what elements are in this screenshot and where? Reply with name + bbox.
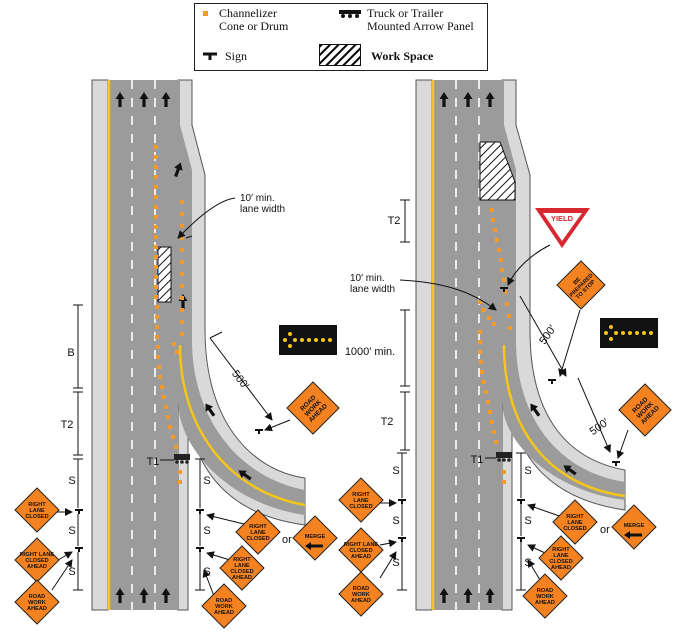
left-road-work-ahead-ramp-sign: ROADWORKAHEAD [286,381,340,435]
legend-cone-label: Channelizer Cone or Drum [219,6,289,33]
left-arrow-panel [279,325,337,355]
yield-text: YIELD [551,214,574,223]
right-diagram: T2 1000′ min. T2 T1 S S S S S S 500′ 500… [345,79,658,611]
left-merge-sign: MERGE [292,515,338,561]
right-road-work-ahead-ramp-sign: ROADWORKAHEAD [618,383,672,437]
right-dim-1000: 1000′ min. [345,346,395,358]
left-dim-S1: S [68,475,75,487]
right-or: or [600,524,610,536]
left-work-space [157,246,172,303]
left-dim-S6: S [203,566,210,578]
left-or: or [282,534,292,546]
right-work-space [479,141,516,201]
left-lane-width-1: 10′ min.lane width [240,193,285,215]
left-dim-S2: S [68,525,75,537]
left-dim-T1: T1 [147,456,160,468]
left-dim-S4: S [203,475,210,487]
legend-arrow-panel-label: Truck or Trailer Mounted Arrow Panel [367,6,474,33]
left-mainline [108,80,178,610]
right-main-shoulder [415,79,433,611]
left-diagram: B T2 S S S S S S T1 500′ 10′ min.lane wi… [51,79,337,611]
left-dim-B: B [67,347,74,359]
left-merge-sign-text: MERGE [305,534,326,540]
right-dim-S4: S [524,465,531,477]
right-merge-sign: MERGE [611,504,657,550]
left-dim-S3: S [68,566,75,578]
right-merge-sign-text: MERGE [624,523,645,529]
right-lane-width: 10′ min.lane width [350,273,395,295]
left-dim-S5: S [203,525,210,537]
right-dim-S1: S [392,465,399,477]
right-merge-sign-arrow-icon [624,531,642,539]
right-arrow-truck [496,452,512,462]
arrow-panel-swatch-icon [339,10,361,18]
legend-work-space-label: Work Space [371,49,434,63]
right-cones [478,208,512,484]
right-dim-S6: S [524,557,531,569]
legend: Channelizer Cone or Drum Truck or Traile… [194,3,488,71]
right-dim-T2a: T2 [388,215,401,227]
right-dim-S5: S [524,515,531,527]
right-dim-S2: S [392,515,399,527]
right-dim-T1: T1 [471,454,484,466]
work-space-swatch [319,44,361,66]
left-arrow-truck [174,454,190,464]
left-merge-sign-arrow-icon [305,542,323,550]
be-prepared-to-stop-sign: BEPREPAREDTO STOP [556,260,606,310]
sign-swatch-icon [203,52,217,60]
legend-sign-label: Sign [225,49,248,63]
left-dim-T2: T2 [61,419,74,431]
left-main-shoulder [91,79,109,611]
right-dim-500b: 500′ [588,416,612,438]
cone-swatch [203,11,208,16]
right-dim-S3: S [392,557,399,569]
yield-sign: YIELD [535,208,590,248]
right-arrow-panel [600,318,658,348]
right-dim-T2b: T2 [381,416,394,428]
right-dim-500a: 500′ [537,323,559,347]
